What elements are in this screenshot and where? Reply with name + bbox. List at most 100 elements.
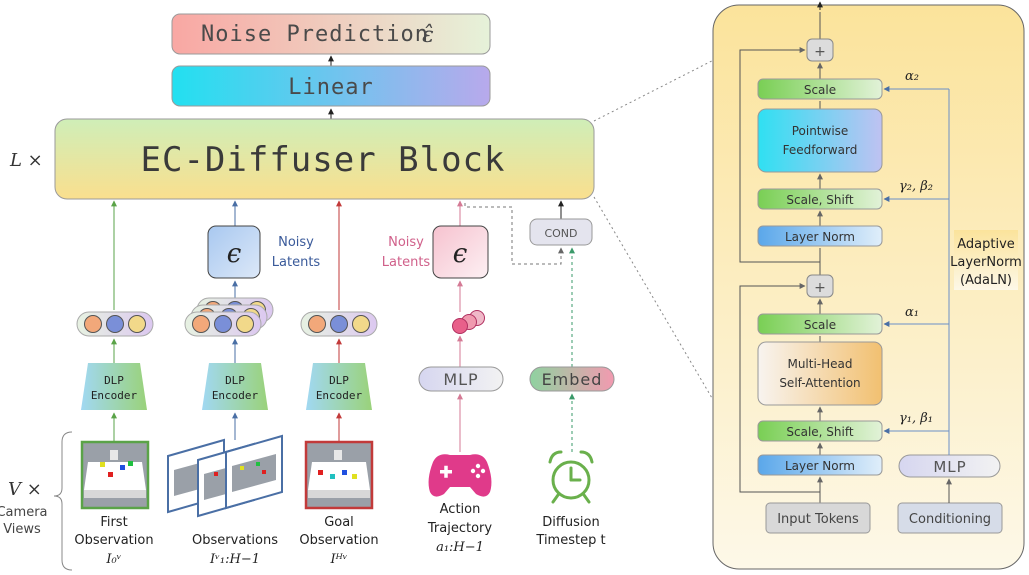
adaln-mlp-box: MLP [898, 454, 1001, 478]
adaptive-line1: Adaptive [957, 237, 1015, 252]
observations-latent-beads-stack [184, 297, 274, 337]
pointwise-feedforward-box: Pointwise Feedforward [757, 108, 883, 173]
action-epsilon-box: ϵ [432, 225, 489, 279]
attention-line1: Multi-Head [787, 357, 852, 371]
first-label-line2: Observation [74, 533, 153, 548]
residual-add-bottom: + [806, 274, 834, 298]
noise-prediction-label: Noise Prediction [201, 22, 429, 47]
first-latent-beads [76, 311, 154, 337]
observations-label: Observations [192, 533, 278, 548]
plus-bottom: + [814, 280, 826, 296]
observations-noisy-line1: Noisy [278, 235, 314, 250]
pointwise-line1: Pointwise [792, 124, 849, 138]
goal-observation-column: DLP Encoder Goal Observation Iᴴᵛ [299, 200, 379, 567]
action-label-line1: Action [440, 502, 481, 517]
action-mlp-label: MLP [443, 370, 478, 389]
zoom-line-top [593, 15, 801, 122]
scale-top-label: Scale [804, 83, 836, 97]
scale-shift-bottom-box: Scale, Shift [757, 420, 883, 442]
views-brace [53, 431, 73, 571]
encoder-3-line1: DLP [329, 374, 349, 387]
first-observation-column: DLP Encoder First Observation I₀ᵛ [74, 200, 154, 567]
action-latent-beads [452, 310, 485, 334]
alpha1-label: α₁ [905, 305, 919, 320]
self-attention-box: Multi-Head Self-Attention [757, 341, 883, 406]
gamma2-beta2-label: γ₂, β₂ [899, 179, 933, 194]
encoder-2-line1: DLP [225, 374, 245, 387]
encoder-1-line1: DLP [104, 374, 124, 387]
scale-shift-bottom-label: Scale, Shift [786, 425, 853, 439]
action-label-line2: Trajectory [427, 521, 492, 536]
goal-label-line1: Goal [324, 515, 354, 530]
input-tokens-box: Input Tokens [765, 502, 871, 534]
action-trajectory-column: ϵ Noisy Latents MLP Action Trajectory a₁… [382, 200, 504, 555]
action-mlp-box: MLP [418, 366, 504, 392]
linear-box: Linear [171, 65, 491, 107]
pointwise-line2: Feedforward [783, 143, 858, 157]
l-times-label: L × [9, 150, 43, 171]
action-noisy-line1: Noisy [388, 235, 424, 250]
observations-image-stack [167, 434, 283, 518]
first-label-line1: First [100, 515, 127, 530]
noisy-to-cond-link [464, 203, 564, 265]
observations-epsilon: ϵ [227, 239, 242, 269]
attention-line2: Self-Attention [779, 376, 860, 390]
residual-add-top: + [806, 38, 834, 62]
gamepad-icon [428, 454, 492, 497]
residual-skip-top [739, 47, 820, 263]
adaptive-line2: LayerNorm [950, 255, 1022, 270]
observations-symbol: Iᵛ₁:H−1 [209, 552, 260, 567]
dlp-encoder-2: DLP Encoder [202, 363, 268, 410]
layer-norm-top-box: Layer Norm [757, 225, 883, 247]
observations-epsilon-box: ϵ [207, 225, 261, 279]
camera-label: Camera [0, 505, 48, 520]
observations-column: ϵ Noisy Latents DLP Encoder [167, 200, 321, 567]
action-noisy-line2: Latents [382, 255, 431, 270]
dlp-encoder-1: DLP Encoder [81, 363, 147, 410]
plus-top: + [814, 44, 826, 60]
layer-norm-top-label: Layer Norm [785, 230, 855, 244]
diffusion-timestep-column: COND Embed Diffusion Timestep t [464, 200, 615, 548]
alarm-clock-icon [548, 450, 594, 504]
goal-latent-beads [300, 311, 378, 337]
scale-bottom-box: Scale [757, 313, 883, 335]
alpha2-label: α₂ [905, 69, 919, 84]
v-times-label: V × [8, 479, 42, 500]
layer-norm-bottom-label: Layer Norm [785, 459, 855, 473]
first-observation-image [80, 440, 150, 510]
goal-symbol: Iᴴᵛ [329, 552, 347, 567]
linear-label: Linear [288, 75, 373, 100]
scale-top-box: Scale [757, 78, 883, 100]
gamma1-beta1-label: γ₁, β₁ [899, 411, 933, 426]
cond-box: COND [529, 218, 593, 246]
goal-observation-image [304, 440, 374, 510]
scale-shift-top-label: Scale, Shift [786, 193, 853, 207]
input-tokens-label: Input Tokens [777, 512, 859, 527]
encoder-3-line2: Encoder [316, 389, 363, 402]
block-label: EC-Diffuser Block [141, 140, 506, 180]
first-symbol: I₀ᵛ [105, 552, 121, 567]
adaln-detail-panel: + Scale Pointwise Feedforward Scale, Shi… [712, 1, 1025, 570]
scale-bottom-label: Scale [804, 318, 836, 332]
conditioning-label: Conditioning [909, 512, 991, 527]
cond-label: COND [544, 227, 577, 240]
dlp-encoder-3: DLP Encoder [306, 363, 372, 410]
diffusion-label-line1: Diffusion [542, 515, 599, 530]
embed-box: Embed [529, 366, 615, 392]
views-label: Views [3, 522, 41, 537]
scale-shift-top-box: Scale, Shift [757, 188, 883, 210]
encoder-1-line2: Encoder [91, 389, 138, 402]
action-symbol: a₁:H−1 [436, 540, 484, 555]
conditioning-box: Conditioning [897, 502, 1003, 534]
layer-norm-bottom-box: Layer Norm [757, 454, 883, 476]
embed-label: Embed [542, 370, 603, 389]
adaptive-line3: (AdaLN) [960, 273, 1012, 288]
noise-prediction-box: Noise Prediction ε̂ [171, 13, 491, 55]
residual-skip-bottom [739, 283, 820, 493]
encoder-2-line2: Encoder [212, 389, 259, 402]
goal-label-line2: Observation [299, 533, 378, 548]
ec-diffuser-block: EC-Diffuser Block [54, 118, 595, 200]
adaln-mlp-label: MLP [933, 458, 966, 476]
observations-noisy-line2: Latents [272, 255, 321, 270]
